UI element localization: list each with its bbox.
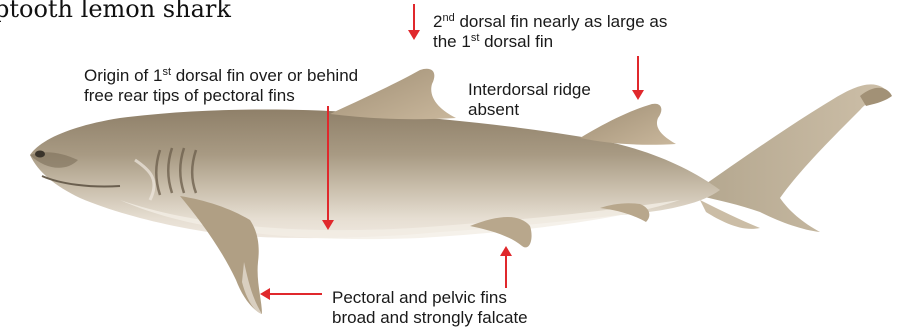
annotation-interdorsal-line1: Interdorsal ridge (468, 80, 591, 100)
annotation-second-dorsal-line1: 2nd dorsal fin nearly as large as (433, 12, 667, 32)
annotation-origin-first-dorsal: Origin of 1st dorsal fin over or behind … (84, 66, 358, 106)
annotation-interdorsal-ridge: Interdorsal ridge absent (468, 80, 591, 120)
annotation-fins-line2: broad and strongly falcate (332, 308, 528, 328)
shark-eye (35, 151, 45, 158)
annotation-interdorsal-line2: absent (468, 100, 591, 120)
caudal-fin (700, 84, 890, 232)
annotation-second-dorsal-line2: the 1st dorsal fin (433, 32, 667, 52)
figure-title: ptooth lemon shark (0, 0, 231, 24)
annotation-origin-line2: free rear tips of pectoral fins (84, 86, 358, 106)
annotation-pectoral-pelvic-fins: Pectoral and pelvic fins broad and stron… (332, 288, 528, 328)
second-dorsal-fin (580, 104, 676, 145)
annotation-second-dorsal: 2nd dorsal fin nearly as large as the 1s… (433, 12, 667, 52)
annotation-fins-line1: Pectoral and pelvic fins (332, 288, 528, 308)
annotation-origin-line1: Origin of 1st dorsal fin over or behind (84, 66, 358, 86)
